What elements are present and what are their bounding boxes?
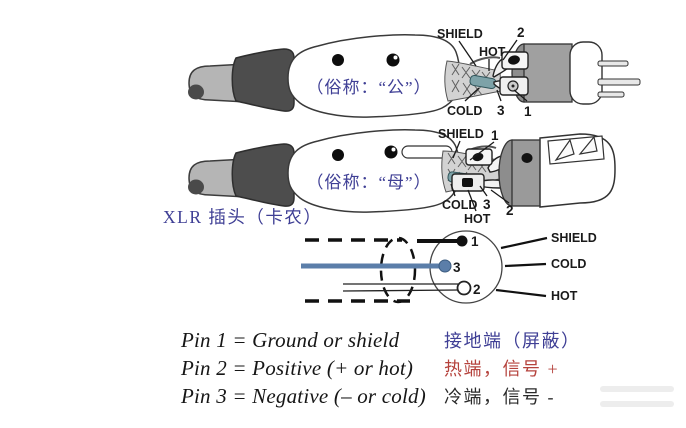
male-pin-middle [597,78,641,86]
male-pin-bottom [597,91,625,98]
female-screw-dot-1 [332,149,344,161]
male-cable-tip [188,84,204,100]
female-label-pin3: 3 [483,197,491,212]
male-screw-dot-1 [332,54,344,66]
legend-pin3-english: Pin 3 = Negative (– or cold) [181,384,426,408]
male-label-shield: SHIELD [437,27,483,41]
pinout-pin3-number: 3 [453,260,461,275]
caption-xlr-plug: XLR 插头（卡农） [163,207,322,227]
male-label-pin3: 3 [497,103,505,118]
legend-row-pin1: Pin 1 = Ground or shield 接地端（屏蔽） [181,327,581,355]
pinout-label-cold: COLD [551,257,586,271]
female-connector-drawing: （俗称：“母”） [188,127,616,226]
watermark-line [600,386,674,392]
male-screw-dot-2 [386,53,400,67]
female-plug-end [451,133,616,208]
male-label-pin1: 1 [524,104,532,119]
pinout-pin3-dot [438,259,452,273]
pinout-pin2-number: 2 [473,282,481,297]
male-nickname: （俗称：“公”） [306,78,431,97]
female-label-hot: HOT [464,212,491,226]
watermark [600,386,674,416]
legend-pin2-english: Pin 2 = Positive (+ or hot) [181,356,414,380]
legend-pin1-chinese: 接地端（屏蔽） [444,331,581,351]
pinout-pin1-dot [456,235,468,247]
female-cable-tip [188,179,204,195]
male-connector-drawing: （俗称：“公”） [188,25,641,119]
male-pin-top [597,60,629,67]
male-label-pin2: 2 [517,25,525,40]
male-label-cold: COLD [447,104,482,118]
cable-jacket-dashed-ellipse [379,236,417,304]
male-label-hot: HOT [479,45,506,59]
pinout-diagram: 1 3 2 SHIELD COLD HOT [301,230,597,304]
pinout-leader-lines [495,236,548,298]
pinout-pin1-number: 1 [471,234,479,249]
female-screw-dot-highlight [391,147,396,152]
pinout-label-shield: SHIELD [551,231,597,245]
legend-row-pin2: Pin 2 = Positive (+ or hot) 热端，信号 + [181,355,581,383]
female-boot [231,143,295,207]
legend-pin1-english: Pin 1 = Ground or shield [181,328,400,352]
female-label-shield: SHIELD [438,127,484,141]
pinout-label-hot: HOT [551,289,578,303]
legend-pin2-chinese: 热端，信号 + [444,359,560,379]
male-body [287,34,461,118]
pinout-pin2-dot [456,280,472,296]
female-label-pin2: 2 [506,203,514,218]
male-labels [458,39,528,102]
pin-legend: Pin 1 = Ground or shield 接地端（屏蔽） Pin 2 =… [181,327,581,411]
female-screw-dot-2 [384,145,398,159]
hot-wire-double-line [342,283,460,292]
female-label-pin1: 1 [491,128,499,143]
female-labels [450,140,510,212]
female-nickname: （俗称：“母”） [306,173,431,192]
legend-pin3-chinese: 冷端，信号 - [444,387,555,407]
male-plug-end [499,41,641,105]
female-body [287,129,461,213]
watermark-line [600,401,674,407]
male-boot [231,48,295,112]
female-label-cold: COLD [442,198,477,212]
male-screw-dot-highlight [393,55,398,60]
legend-row-pin3: Pin 3 = Negative (– or cold) 冷端，信号 - [181,383,581,411]
